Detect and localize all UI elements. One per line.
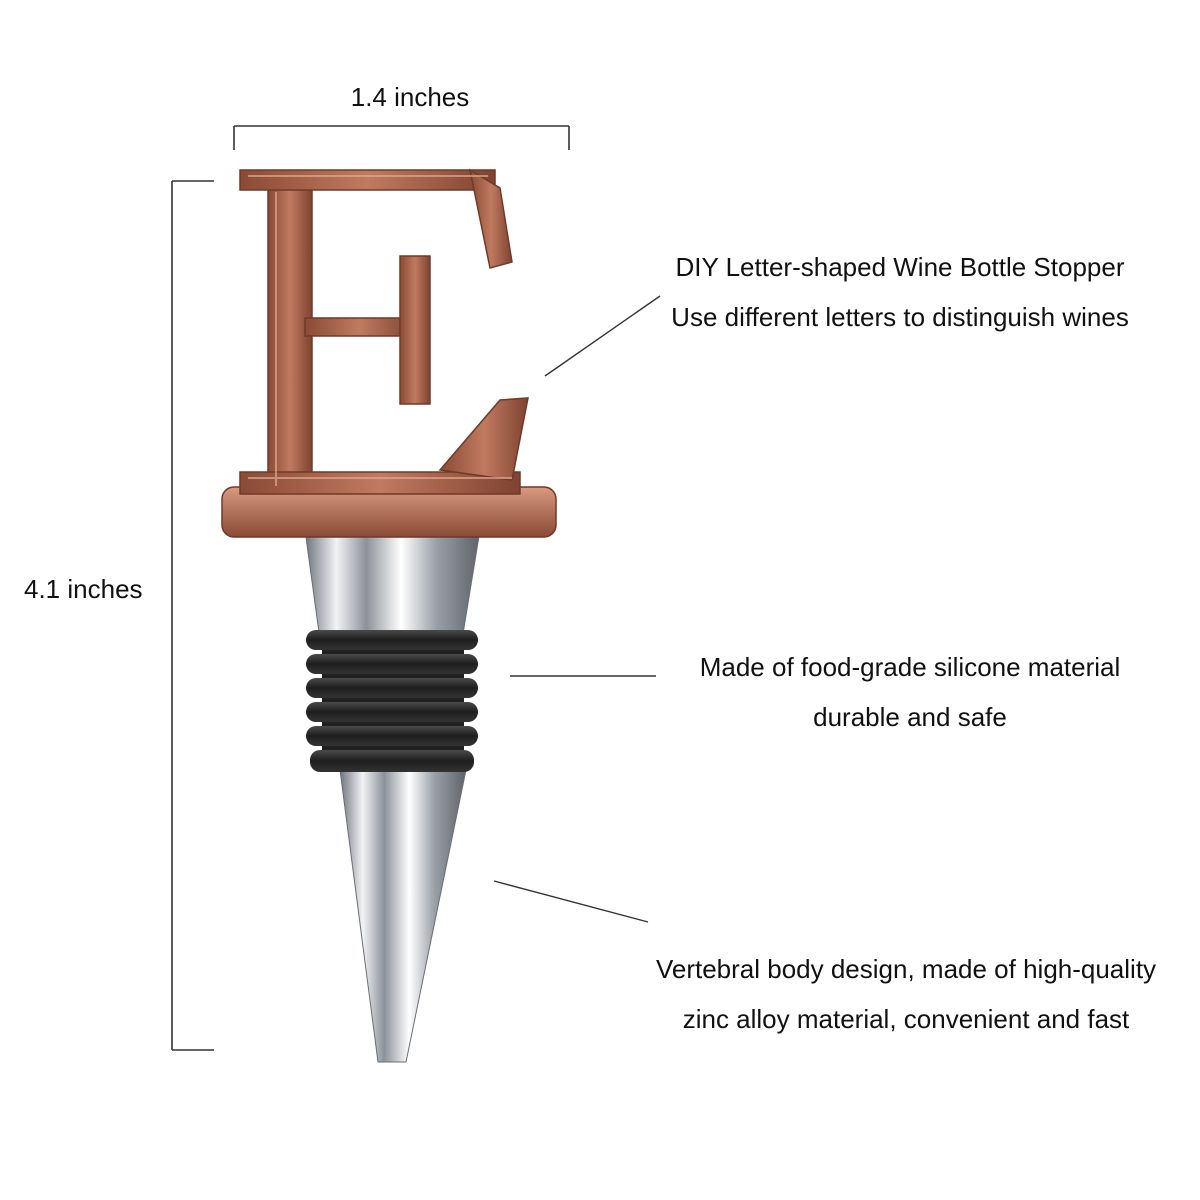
callout-cone-line1: Vertebral body design, made of high-qual…	[655, 954, 1157, 984]
callout-silicone-line1: Made of food-grade silicone material	[699, 652, 1121, 682]
callout-cone-leader	[493, 880, 649, 923]
callout-stopper-line2: Use different letters to distinguish win…	[671, 302, 1129, 332]
callout-cone-line2: zinc alloy material, convenient and fast	[682, 1004, 1130, 1034]
height-dimension-label: 4.1 inches	[24, 574, 143, 604]
steel-cone	[339, 769, 467, 1063]
letter-e-topper	[239, 168, 529, 495]
width-dimension-label: 1.4 inches	[350, 82, 470, 112]
callout-silicone-line2: durable and safe	[813, 702, 1007, 732]
height-dimension-bracket	[171, 180, 214, 1051]
callout-stopper-leader	[544, 295, 661, 377]
silicone-rings	[306, 630, 478, 772]
callout-stopper-line1: DIY Letter-shaped Wine Bottle Stopper	[675, 252, 1125, 282]
letter-e-highlights	[248, 175, 512, 486]
width-dimension-bracket	[233, 125, 570, 150]
steel-collar	[304, 529, 481, 641]
